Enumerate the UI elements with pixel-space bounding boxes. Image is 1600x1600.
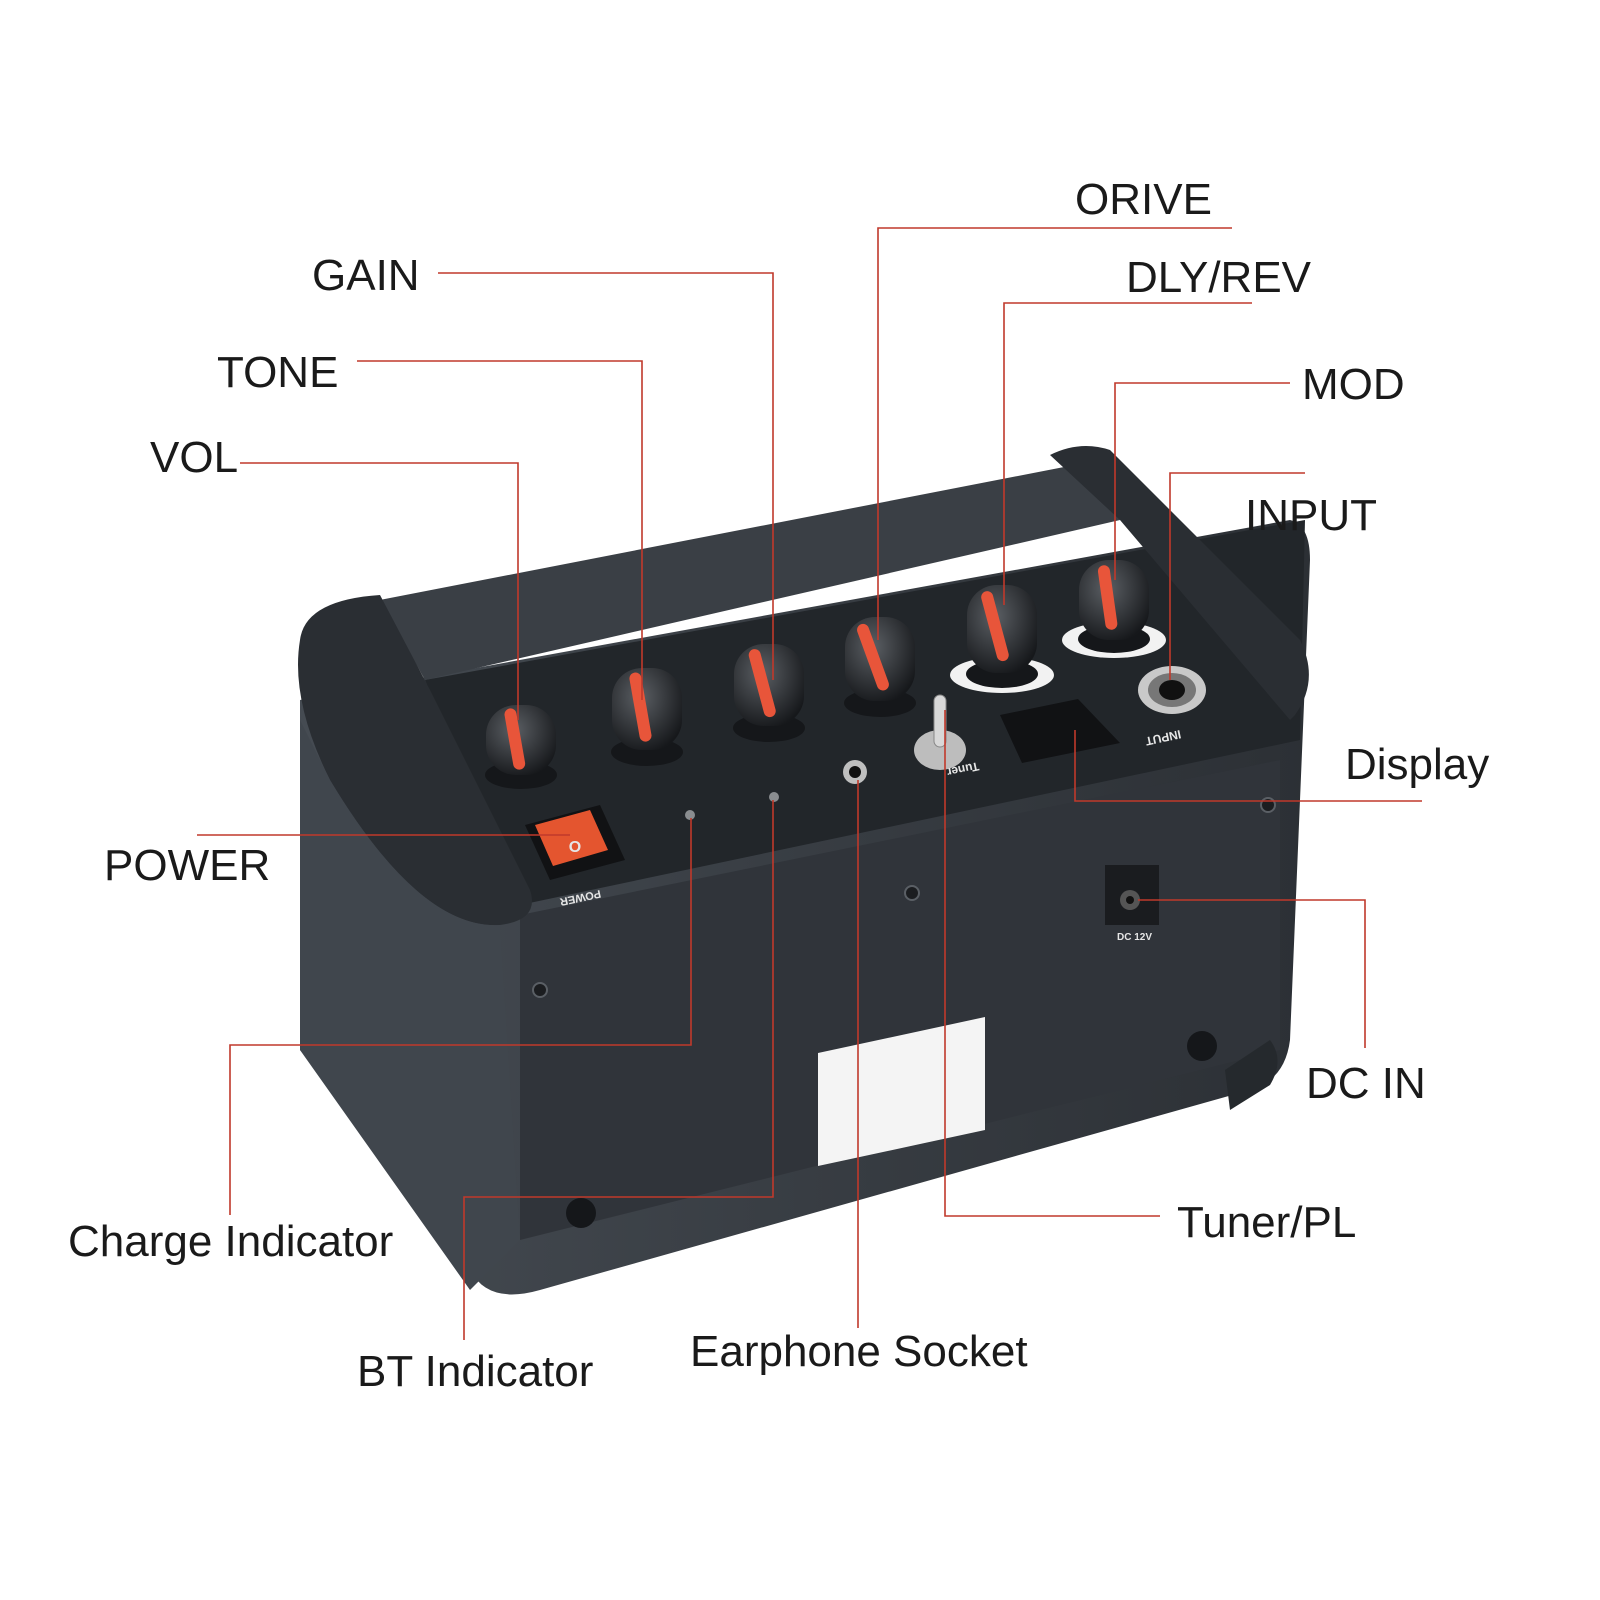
label-bt-indicator: BT Indicator <box>357 1347 593 1396</box>
screw <box>1260 797 1276 813</box>
vol-knob[interactable] <box>485 705 557 789</box>
tuner-pl-switch[interactable] <box>914 694 966 770</box>
amp-right-corner <box>1225 1040 1278 1110</box>
power-switch-symbol: O <box>569 839 581 856</box>
dly-rev-knob[interactable] <box>950 585 1054 693</box>
bt-indicator-led <box>769 792 779 802</box>
leader-display <box>1074 730 1422 802</box>
panel-tuner-label: Tuner <box>945 759 980 780</box>
leader-dc-in <box>1138 899 1366 1048</box>
label-dc-in: DC IN <box>1306 1059 1426 1108</box>
label-gain: GAIN <box>312 251 420 300</box>
input-jack[interactable] <box>1138 666 1206 714</box>
earphone-socket[interactable] <box>843 760 867 784</box>
label-dly-rev: DLY/REV <box>1126 253 1312 302</box>
display <box>1000 699 1120 763</box>
leader-lines <box>197 227 1422 1340</box>
leader-tone <box>357 360 643 700</box>
label-tone: TONE <box>217 348 338 397</box>
label-tuner-pl: Tuner/PL <box>1177 1198 1356 1247</box>
leader-vol <box>240 462 519 720</box>
power-switch[interactable]: O <box>525 805 625 880</box>
leader-dly-rev <box>1003 302 1252 605</box>
panel-dc-label: DC 12V <box>1117 932 1152 943</box>
controls: O INPUT POWER DC 12V Tuner <box>485 560 1206 943</box>
leader-input <box>1169 472 1305 680</box>
label-vol: VOL <box>150 433 238 482</box>
label-display: Display <box>1345 740 1489 789</box>
drive-knob[interactable] <box>844 617 916 717</box>
charge-indicator-led <box>685 810 695 820</box>
amp-top-rim <box>380 460 1120 680</box>
mod-knob[interactable] <box>1062 560 1166 658</box>
leader-charge <box>229 818 692 1215</box>
label-power: POWER <box>104 841 270 890</box>
leader-gain <box>438 272 774 680</box>
screw <box>532 982 548 998</box>
amp-left-endcap <box>298 595 532 926</box>
gain-knob[interactable] <box>733 644 805 742</box>
leader-bt <box>463 800 774 1340</box>
leader-mod <box>1114 382 1290 580</box>
tone-knob[interactable] <box>611 668 683 766</box>
leader-tuner <box>944 710 1160 1217</box>
label-charge-indicator: Charge Indicator <box>68 1217 393 1266</box>
label-orive: ORIVE <box>1075 175 1212 224</box>
callout-labels: GAIN TONE VOL ORIVE DLY/REV MOD INPUT Di… <box>68 175 1489 1396</box>
amp-left-side <box>300 720 520 1290</box>
label-mod: MOD <box>1302 360 1405 409</box>
label-input: INPUT <box>1245 491 1377 540</box>
screw-hole <box>566 1198 596 1228</box>
leader-orive <box>877 227 1232 640</box>
product-label <box>818 1017 985 1166</box>
dc-in-jack[interactable] <box>1105 865 1159 925</box>
label-earphone-socket: Earphone Socket <box>690 1327 1028 1376</box>
screw-hole <box>1187 1031 1217 1061</box>
screw <box>904 885 920 901</box>
amp-lower-panel <box>520 760 1280 1240</box>
